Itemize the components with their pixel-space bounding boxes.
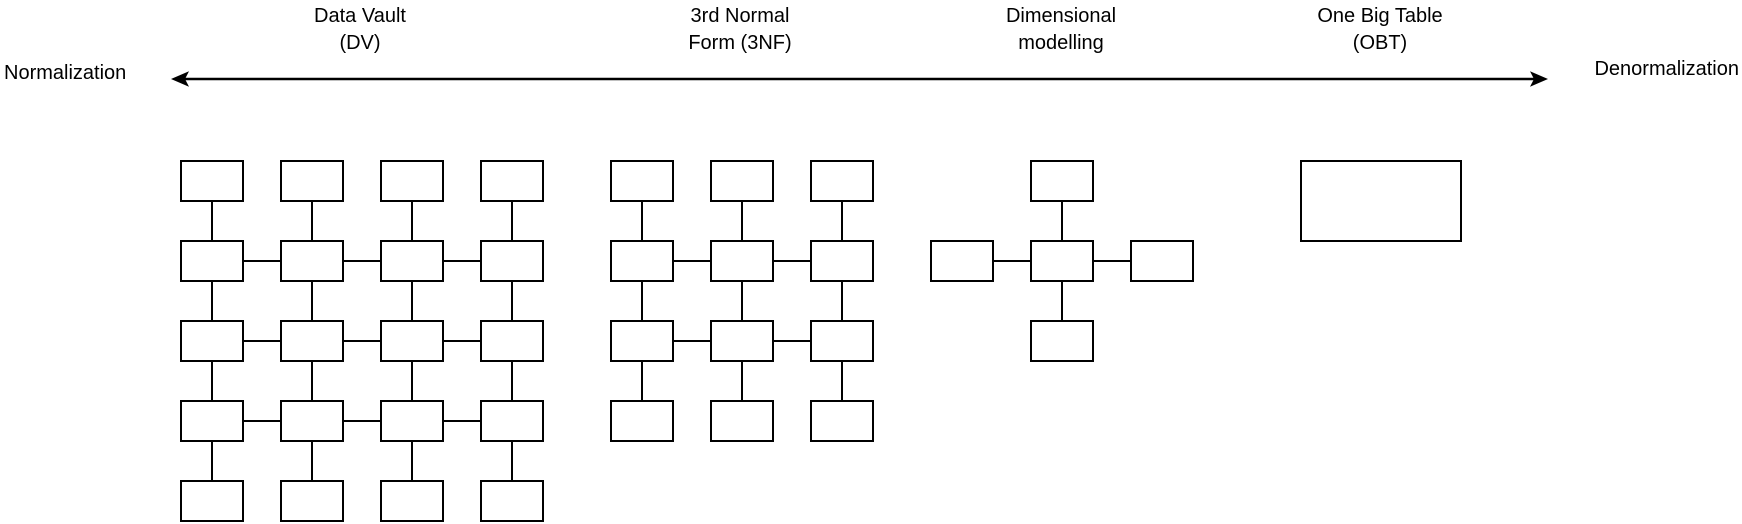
table-box	[930, 240, 994, 282]
table-box	[380, 320, 444, 362]
normalization-label: Normalization	[4, 62, 127, 84]
arrowhead-right-icon	[1530, 71, 1548, 87]
table-box	[380, 240, 444, 282]
method-label-line: Data Vault	[314, 5, 406, 27]
schema-data-vault	[180, 160, 544, 522]
method-label-line: Dimensional	[1005, 5, 1117, 27]
schema-one-big-table	[1300, 160, 1462, 242]
table-box	[610, 400, 674, 442]
method-label-dimensional: Dimensional modelling	[911, 3, 1211, 57]
table-box	[610, 240, 674, 282]
table-box	[180, 240, 244, 282]
table-box	[280, 480, 344, 522]
table-box	[610, 160, 674, 202]
schema-dimensional-modelling	[930, 160, 1194, 362]
table-box	[280, 320, 344, 362]
schema-clusters	[180, 160, 1462, 522]
method-label-line: 3rd Normal	[690, 5, 790, 27]
method-label-data-vault: Data Vault (DV)	[210, 3, 510, 57]
method-label-3nf: 3rd Normal Form (3NF)	[590, 3, 890, 57]
table-box	[180, 480, 244, 522]
method-label-line: One Big Table	[1317, 5, 1443, 27]
table-box	[1300, 160, 1462, 242]
table-box	[1030, 160, 1094, 202]
table-box	[1030, 320, 1094, 362]
table-box	[1130, 240, 1194, 282]
table-box	[810, 160, 874, 202]
method-label-line: (DV)	[339, 32, 381, 54]
table-box	[610, 320, 674, 362]
table-box	[710, 160, 774, 202]
table-box	[810, 320, 874, 362]
table-box	[280, 240, 344, 282]
table-box	[710, 400, 774, 442]
method-label-line: modelling	[1018, 32, 1104, 54]
table-box	[710, 320, 774, 362]
table-box	[810, 400, 874, 442]
denormalization-label: Denormalization	[1594, 58, 1739, 80]
method-label-obt: One Big Table (OBT)	[1230, 3, 1530, 57]
spectrum-arrow	[171, 71, 1548, 87]
arrowhead-left-icon	[171, 71, 189, 87]
table-box	[380, 400, 444, 442]
schema-3nf	[610, 160, 874, 442]
table-box	[180, 400, 244, 442]
table-box	[710, 240, 774, 282]
table-box	[180, 320, 244, 362]
table-box	[480, 240, 544, 282]
table-box	[380, 480, 444, 522]
table-box	[1030, 240, 1094, 282]
table-box	[480, 160, 544, 202]
table-box	[280, 160, 344, 202]
method-label-line: Form (3NF)	[688, 32, 792, 54]
table-box	[380, 160, 444, 202]
table-box	[180, 160, 244, 202]
table-box	[480, 400, 544, 442]
method-label-line: (OBT)	[1352, 32, 1408, 54]
table-box	[480, 480, 544, 522]
table-box	[480, 320, 544, 362]
table-box	[810, 240, 874, 282]
table-box	[280, 400, 344, 442]
